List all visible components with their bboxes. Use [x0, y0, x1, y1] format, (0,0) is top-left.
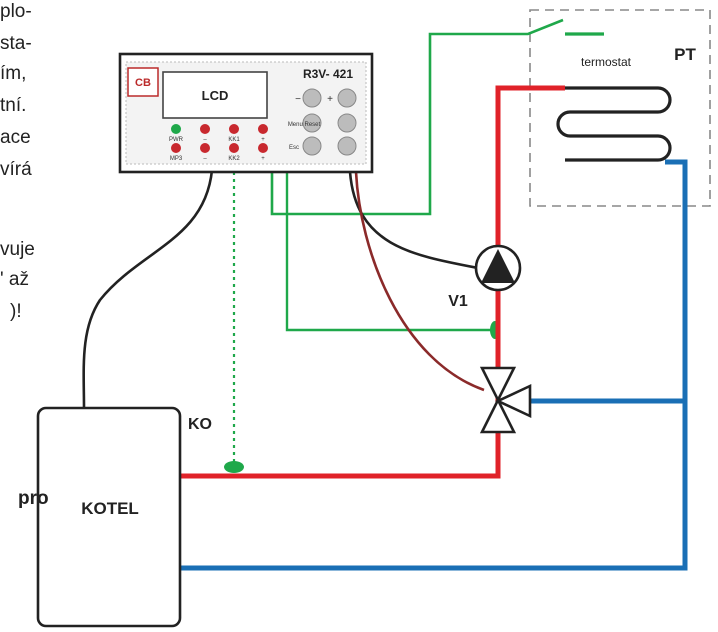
text-fragment-2: sta- — [0, 33, 32, 54]
esc-label: Esc — [289, 145, 299, 151]
led-5-label: MP3 — [170, 156, 183, 162]
return-pipe-zone — [180, 159, 688, 571]
brand-logo — [127, 67, 159, 97]
text-fragment-6: vírá — [0, 159, 32, 180]
led-4 — [171, 143, 181, 153]
text-fragment-4: tní. — [0, 95, 27, 116]
three-way-valve — [479, 366, 532, 434]
thermostat-wire — [270, 18, 564, 216]
cable-pump — [348, 171, 479, 270]
led-4-label: + — [261, 137, 265, 143]
button-menu[interactable] — [302, 113, 322, 133]
led-3 — [258, 124, 268, 134]
text-fragment-5: ace — [0, 127, 31, 148]
text-fragment-9: )! — [10, 301, 22, 322]
pt-zone-box — [529, 9, 711, 207]
led-2-label: – — [203, 137, 207, 143]
cable-boiler — [82, 169, 214, 409]
boiler — [36, 406, 182, 628]
menu-label: Menu Reset — [288, 122, 321, 128]
led-pwr — [171, 124, 181, 134]
text-fragment-7: vuje — [0, 239, 35, 260]
text-fragment-8: ' až — [0, 269, 29, 290]
lcd-label: LCD — [202, 88, 229, 103]
led-pwr-label: PWR — [169, 137, 184, 143]
cable-valve — [354, 171, 485, 392]
led-1 — [200, 124, 210, 134]
led-3-label: KK1 — [228, 137, 240, 143]
pro-label: pro — [18, 488, 49, 509]
led-6-label: – — [203, 156, 207, 162]
pt-label: PT — [674, 45, 696, 64]
button-plus[interactable] — [337, 88, 357, 108]
button-minus-label: − — [295, 94, 301, 105]
text-fragment-3: ím, — [0, 63, 27, 84]
text-fragment-1: plo- — [0, 1, 32, 22]
led-8-label: + — [261, 156, 265, 162]
controller-unit — [118, 52, 374, 174]
led-5 — [200, 143, 210, 153]
ko-label: KO — [188, 416, 212, 433]
led-6 — [229, 143, 239, 153]
controller-model: R3V- 421 — [303, 67, 353, 81]
lcd-display — [162, 71, 268, 119]
button-esc[interactable] — [302, 136, 322, 156]
v1-label: V1 — [448, 293, 468, 310]
led-7-label: KK2 — [228, 156, 240, 162]
button-right[interactable] — [337, 113, 357, 133]
led-2 — [229, 124, 239, 134]
button-minus[interactable] — [302, 88, 322, 108]
pump-v1 — [474, 244, 522, 292]
brand-logo-text: CB — [135, 77, 151, 89]
kotel-label: KOTEL — [81, 499, 139, 518]
led-7 — [258, 143, 268, 153]
button-enter[interactable] — [337, 136, 357, 156]
sensor-wire-v1 — [285, 170, 496, 332]
heating-coil — [556, 86, 672, 162]
termostat-label: termostat — [581, 55, 632, 69]
sensor-ko — [224, 461, 244, 473]
button-plus-label: + — [327, 94, 333, 105]
